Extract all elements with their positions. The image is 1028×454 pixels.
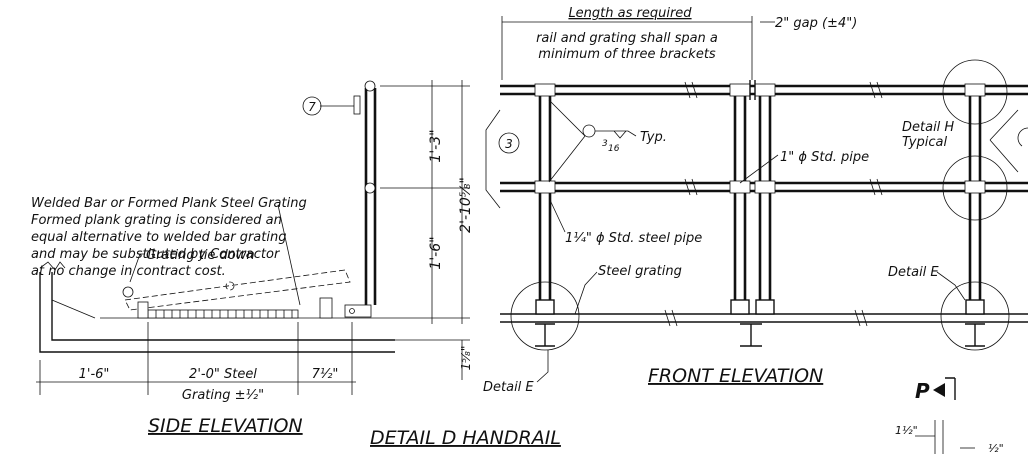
section-dim-1-half: 1¹⁄₂" [895, 424, 918, 437]
side-elevation-text: Welded Bar or Formed Plank Steel Grating… [31, 96, 561, 449]
weld-size-num: 3 [602, 139, 608, 149]
std-pipe-label: 1" ϕ Std. pipe [780, 150, 869, 165]
grating-note-line-1: Welded Bar or Formed Plank Steel Grating [31, 196, 307, 211]
base-brackets [535, 299, 985, 315]
support-beams [535, 323, 985, 347]
side-grating-bars [155, 310, 293, 318]
grating-note-line-4: and may be substituted by Contractor [31, 247, 281, 262]
steel-pipe-label: 1¹⁄₄" ϕ Std. steel pipe [565, 231, 702, 246]
side-bottom-dims [36, 322, 356, 395]
post-base-plate [344, 304, 372, 318]
grating-tie-down-label: Grating tie down [146, 248, 255, 263]
grating-note-leader [277, 204, 301, 306]
callout-edge-circle [1017, 127, 1028, 147]
front-elevation-view [485, 16, 1028, 454]
side-elevation-title: SIDE ELEVATION [148, 415, 303, 437]
dim-2-10: 2'-10⁵⁄₈" [458, 177, 474, 233]
section-dim-half: ¹⁄₂" [988, 442, 1004, 454]
dim-bottom-1-6: 1'-6" [79, 367, 110, 382]
section-dims [915, 420, 975, 454]
span-note-line-2: minimum of three brackets [538, 47, 716, 62]
detail-e-right-circle [940, 281, 1010, 351]
detail-e-left-leader [536, 350, 549, 383]
mid-bracket [319, 297, 333, 319]
front-posts [538, 94, 982, 314]
detail-h-typical: Typical [902, 135, 947, 150]
std-pipe-leader [739, 154, 779, 184]
detail-e-left-label: Detail E [483, 380, 534, 395]
dim-bottom-grating: Grating ±¹⁄₂" [182, 388, 264, 403]
callout-7-circle [302, 96, 322, 116]
hinge-circle [122, 286, 134, 298]
steel-grating-label: Steel grating [598, 264, 682, 279]
side-base-inner [51, 272, 395, 341]
typ-label: Typ. [640, 130, 667, 145]
weld-symbol-circle [582, 124, 596, 138]
wall-slope [51, 299, 96, 319]
callout-3-circle [498, 132, 520, 154]
side-base-outline [39, 272, 395, 353]
steel-pipe-leader [549, 199, 566, 233]
length-dimension [501, 16, 775, 80]
bolt-icon [349, 308, 355, 314]
grating-note-line-2: Formed plank grating is considered an [31, 213, 282, 228]
front-elevation-title: FRONT ELEVATION [648, 365, 823, 387]
detail-h-label: Detail H [902, 120, 954, 135]
dim-1-6: 1'-6" [428, 236, 444, 269]
rail-break-marks [664, 81, 883, 327]
gap-label: 2" gap (±4") [775, 16, 857, 31]
detail-e-right-leader [936, 271, 966, 301]
callout-3-brace [485, 109, 501, 209]
grating-note-line-3: equal alternative to welded bar grating [31, 230, 286, 245]
tie-down-circle [225, 281, 235, 291]
section-mark-line [945, 377, 956, 400]
section-arrow-icon [933, 383, 945, 397]
tilted-grating-outline [124, 269, 351, 311]
post-fittings [534, 83, 986, 194]
detail-h-top-circle [942, 59, 1008, 125]
callout-7-number: 7 [308, 100, 316, 114]
dim-1-3: 1'-3" [428, 129, 444, 162]
dim-bottom-7-half: 7¹⁄₂" [312, 367, 339, 382]
weld-size-den: 16 [608, 144, 620, 154]
front-elevation-text: Length as required rail and grating shal… [483, 6, 1004, 454]
side-grating [147, 309, 299, 319]
tie-down-leader [129, 253, 145, 283]
side-vertical-dims [380, 80, 470, 380]
dim-1-5-8: 1⁵⁄₈" [459, 346, 473, 371]
detail-e-left-circle [510, 281, 580, 351]
detail-d-title: DETAIL D HANDRAIL [370, 427, 561, 449]
steel-grating-leader [574, 271, 598, 315]
detail-e-right-label: Detail E [888, 265, 939, 280]
span-note-line-1: rail and grating shall span a [536, 31, 718, 46]
length-label: Length as required [568, 6, 692, 21]
top-rail-section [364, 80, 376, 92]
weld-leaders [548, 99, 586, 183]
left-bracket [137, 301, 149, 319]
grating-note-line-5: at no change in contract cost. [31, 264, 226, 279]
callout-3-number: 3 [505, 137, 513, 151]
mid-rail-section [364, 182, 376, 194]
dim-bottom-2-0: 2'-0" Steel [189, 367, 257, 382]
section-mark-label: P [915, 379, 930, 403]
callout-7-plate [353, 95, 361, 115]
weld-symbol-line [595, 130, 637, 139]
wall-break-line [39, 261, 66, 271]
detail-h-mid-circle [942, 155, 1008, 221]
side-elevation-view [36, 80, 470, 395]
detail-h-leaders [989, 109, 1019, 173]
